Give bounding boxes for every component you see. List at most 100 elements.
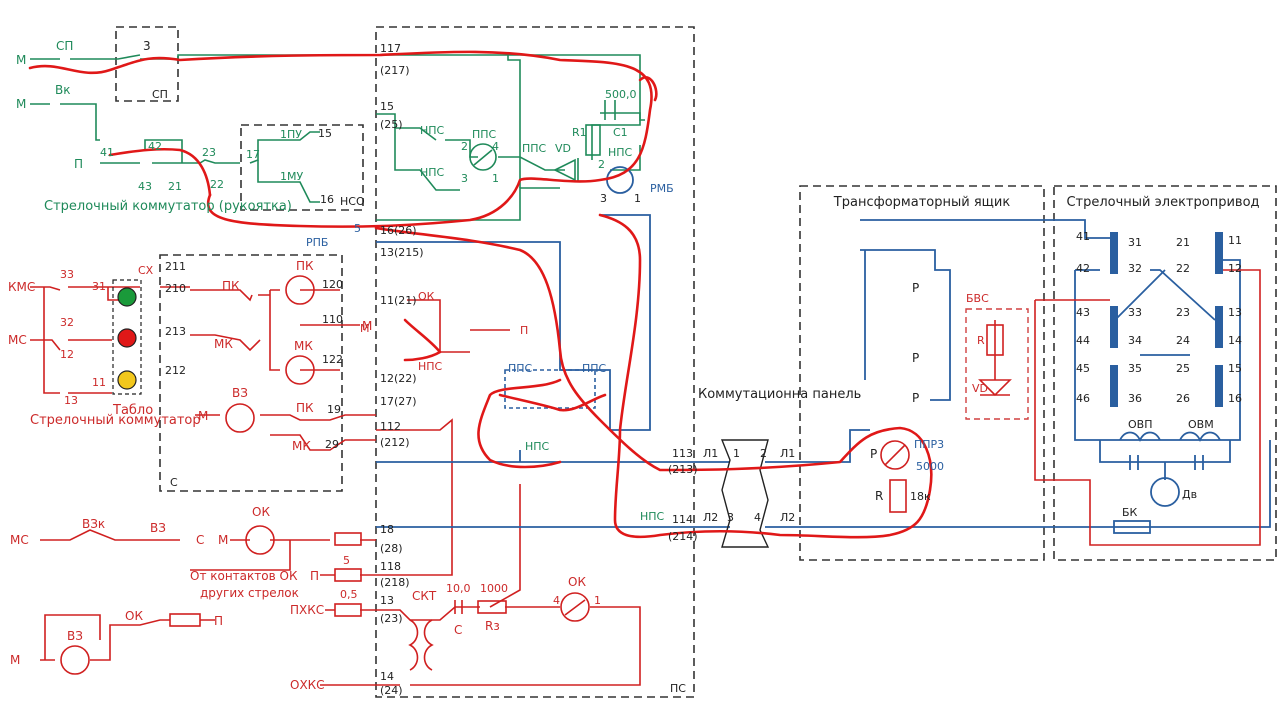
rail-12: 12(22) bbox=[380, 372, 417, 385]
label-1mu: 1МУ bbox=[280, 170, 303, 183]
panel-p4: 4 bbox=[754, 511, 761, 524]
mid-nps6: НПС bbox=[640, 510, 665, 523]
label-m: М bbox=[362, 319, 372, 333]
motor-dv bbox=[1150, 477, 1180, 507]
mid-pps2: ППС bbox=[522, 142, 547, 155]
resistor-28 bbox=[334, 532, 362, 546]
label-pk: ПК bbox=[222, 279, 240, 293]
panel-l1b: Л1 bbox=[780, 447, 795, 460]
mid-4: 4 bbox=[492, 140, 499, 153]
ok-coil-mark bbox=[564, 599, 586, 616]
rmb-relay-coil bbox=[606, 166, 634, 194]
mid-3b: 3 bbox=[600, 192, 607, 205]
label-pk2: ПК bbox=[296, 259, 314, 273]
blue-wiring bbox=[376, 214, 1271, 528]
label-16-nso: 16 bbox=[320, 193, 334, 206]
drive-42: 42 bbox=[1076, 262, 1090, 275]
drive-capacitors bbox=[1129, 455, 1204, 470]
ovp-winding bbox=[1119, 431, 1161, 443]
rail-212: (212) bbox=[380, 436, 410, 449]
label-11: 11 bbox=[92, 376, 106, 389]
drive-22: 22 bbox=[1176, 262, 1190, 275]
vd-diode bbox=[553, 158, 579, 182]
trans-r1: Р bbox=[912, 281, 919, 295]
trans-r2: Р bbox=[912, 351, 919, 365]
mid-c1: C1 bbox=[613, 126, 628, 139]
ppr3-coil-mark bbox=[884, 444, 906, 466]
label-p-2: П bbox=[214, 614, 223, 628]
drive-21: 21 bbox=[1176, 236, 1190, 249]
hand-drawn-current-path bbox=[28, 50, 933, 539]
label-21: 21 bbox=[168, 180, 182, 193]
mid-nps5: НПС bbox=[525, 440, 550, 453]
trans-r: R bbox=[875, 489, 883, 503]
mid-r1: R1 bbox=[572, 126, 587, 139]
label-1-coil: 1 bbox=[594, 594, 601, 607]
label-m2: М bbox=[198, 409, 208, 423]
bvs-vd bbox=[978, 320, 1012, 397]
tablo-frame bbox=[112, 279, 142, 395]
label-ok-bottom: ОК bbox=[252, 505, 270, 519]
mid-nps4: НПС bbox=[418, 360, 443, 373]
label-ok-3: ОК bbox=[125, 609, 143, 623]
ps-block-frame bbox=[375, 26, 695, 698]
mid-cap: 500,0 bbox=[605, 88, 637, 101]
pps-coil-mark bbox=[473, 149, 493, 166]
drive-34: 34 bbox=[1128, 334, 1142, 347]
label-12: 12 bbox=[60, 348, 74, 361]
switch-drive-title: Стрелочный электропривод bbox=[1066, 195, 1259, 210]
trans-ppr-value: 5000 bbox=[916, 460, 944, 473]
label-m-3: М bbox=[10, 653, 20, 667]
label-mk3: МК bbox=[292, 439, 311, 453]
drive-41: 41 bbox=[1076, 230, 1090, 243]
drive-35: 35 bbox=[1128, 362, 1142, 375]
mid-214: (214) bbox=[668, 530, 698, 543]
rail-ps: ПС bbox=[670, 682, 686, 695]
pps-relay-coil bbox=[469, 143, 497, 171]
label-ok-coil: ОК bbox=[568, 575, 586, 589]
label-cap-10: 10,0 bbox=[446, 582, 471, 595]
r18k-resistor bbox=[889, 479, 907, 513]
red-lamp bbox=[117, 328, 137, 348]
red-wiring bbox=[30, 286, 641, 686]
rail-218: (218) bbox=[380, 576, 410, 589]
mid-pps: ППС bbox=[472, 128, 497, 141]
label-210: 210 bbox=[165, 282, 186, 295]
mid-ok: ОК bbox=[418, 290, 435, 303]
ppr3-relay-coil bbox=[880, 440, 910, 470]
transformer-box-frame bbox=[799, 185, 1045, 561]
r1-resistor bbox=[585, 124, 601, 156]
label-mk: МК bbox=[214, 337, 233, 351]
vz-relay-coil-2 bbox=[60, 645, 90, 675]
rail-25: (25) bbox=[380, 118, 403, 131]
mk-relay-coil bbox=[285, 355, 315, 385]
panel-l2b: Л2 bbox=[780, 511, 795, 524]
rail-13: 13(215) bbox=[380, 246, 424, 259]
trans-ppr3: ППР3 bbox=[914, 438, 944, 451]
drive-23: 23 bbox=[1176, 306, 1190, 319]
label-vz-bottom: ВЗ bbox=[150, 521, 166, 535]
label-110: 110 bbox=[322, 313, 343, 326]
label-42: 42 bbox=[148, 140, 162, 153]
label-1pu: 1ПУ bbox=[280, 128, 302, 141]
green-lamp bbox=[117, 287, 137, 307]
label-13: 13 bbox=[64, 394, 78, 407]
transformer-box-title: Трансформаторный ящик bbox=[833, 195, 1011, 210]
label-23: 23 bbox=[202, 146, 216, 159]
mid-1b: 1 bbox=[634, 192, 641, 205]
drive-r: R bbox=[977, 334, 985, 347]
drive-bk: БК bbox=[1122, 506, 1138, 519]
label-15-nso: 15 bbox=[318, 127, 332, 140]
drive-14: 14 bbox=[1228, 334, 1242, 347]
c1-capacitor bbox=[604, 100, 616, 120]
mid-1: 1 bbox=[492, 172, 499, 185]
label-32: 32 bbox=[60, 316, 74, 329]
label-ms: МС bbox=[8, 333, 27, 347]
vz-relay-coil bbox=[225, 403, 255, 433]
rail-24: (24) bbox=[380, 684, 403, 697]
mid-pps3: ППС bbox=[508, 362, 533, 375]
mid-nps3: НПС bbox=[608, 146, 633, 159]
panel-p1: 1 bbox=[733, 447, 740, 460]
